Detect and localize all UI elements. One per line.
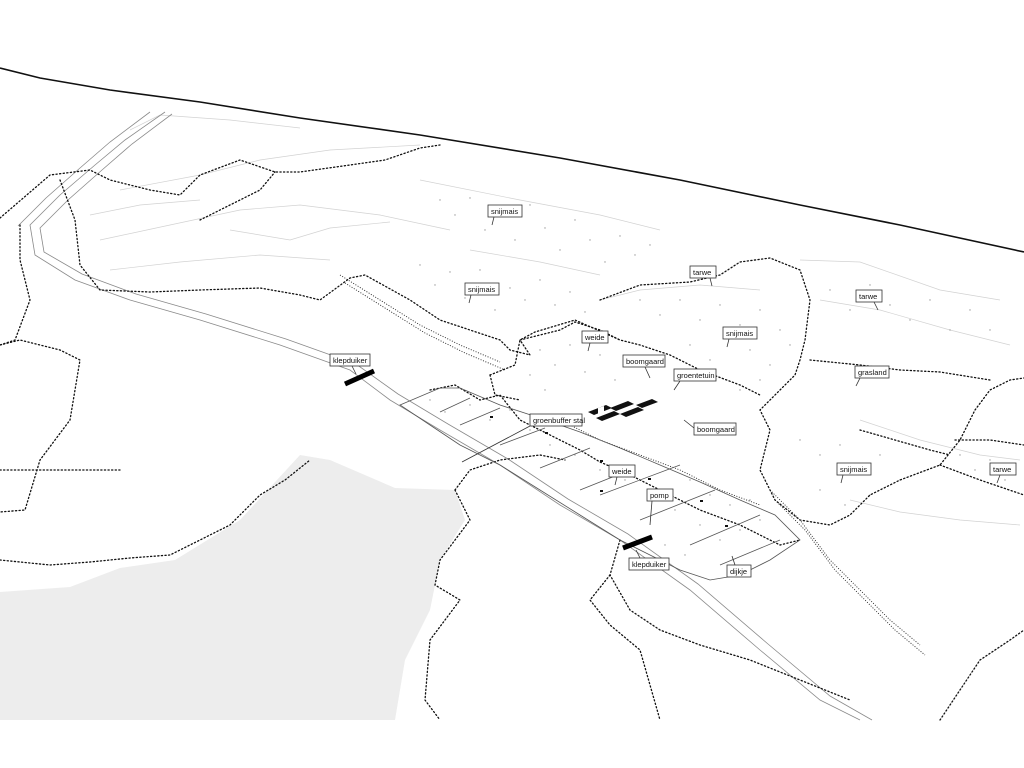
label-tarwe-1: tarwe	[689, 265, 717, 287]
label-pomp: pomp	[646, 488, 674, 526]
label-tarwe-3-text: tarwe	[993, 465, 1011, 474]
label-snijmais-3: snijmais	[722, 326, 758, 348]
field-markers	[490, 416, 728, 527]
label-klepduiker-1: klepduiker	[329, 353, 371, 375]
label-groentetuin-text: groentetuin	[677, 371, 715, 380]
label-snijmais-1-text: snijmais	[491, 207, 518, 216]
label-weide-1-text: weide	[584, 333, 605, 342]
label-snijmais-3-text: snijmais	[726, 329, 753, 338]
label-groentetuin: groentetuin	[673, 368, 717, 391]
label-weide-2-text: weide	[611, 467, 632, 476]
label-weide-1: weide	[581, 330, 609, 352]
label-dijkje-text: dijkje	[730, 567, 747, 576]
label-tarwe-2-text: tarwe	[859, 292, 877, 301]
label-weide-2: weide	[608, 464, 636, 486]
label-snijmais-4-text: snijmais	[840, 465, 867, 474]
label-boomgaard-2-text: boomgaard	[697, 425, 735, 434]
label-grasland-text: grasland	[858, 368, 887, 377]
background-parcels	[89, 114, 1021, 526]
klepduiker-culvert-2	[622, 534, 653, 551]
polder-fields	[399, 387, 801, 581]
tree-rows	[339, 274, 926, 656]
label-dijkje: dijkje	[726, 555, 752, 578]
boundaries	[0, 144, 1024, 721]
label-tarwe-1-text: tarwe	[693, 268, 711, 277]
label-groenbuffer-stal-text: groenbuffer stal	[533, 416, 585, 425]
label-klepduiker-1-text: klepduiker	[333, 356, 368, 365]
stall-buildings	[588, 399, 658, 421]
label-boomgaard-1-text: boomgaard	[626, 357, 664, 366]
label-klepduiker-2-text: klepduiker	[632, 560, 667, 569]
canal	[17, 111, 873, 721]
label-snijmais-4: snijmais	[836, 462, 872, 484]
label-boomgaard-2: boomgaard	[683, 419, 737, 436]
label-tarwe-3: tarwe	[989, 462, 1017, 484]
label-groenbuffer-stal: groenbuffer stal	[461, 413, 585, 463]
coast-line	[0, 67, 1024, 253]
label-pomp-text: pomp	[650, 491, 669, 500]
field-stipple	[419, 197, 1016, 556]
water-area	[0, 455, 465, 720]
label-klepduiker-2: klepduiker	[628, 549, 670, 571]
label-snijmais-2-text: snijmais	[468, 285, 495, 294]
label-grasland: grasland	[854, 365, 890, 387]
label-boomgaard-1: boomgaard	[622, 354, 666, 379]
label-snijmais-2: snijmais	[464, 282, 500, 304]
klepduiker-culvert-1	[343, 368, 376, 387]
label-tarwe-2: tarwe	[855, 289, 883, 311]
label-snijmais-1: snijmais	[487, 204, 523, 226]
